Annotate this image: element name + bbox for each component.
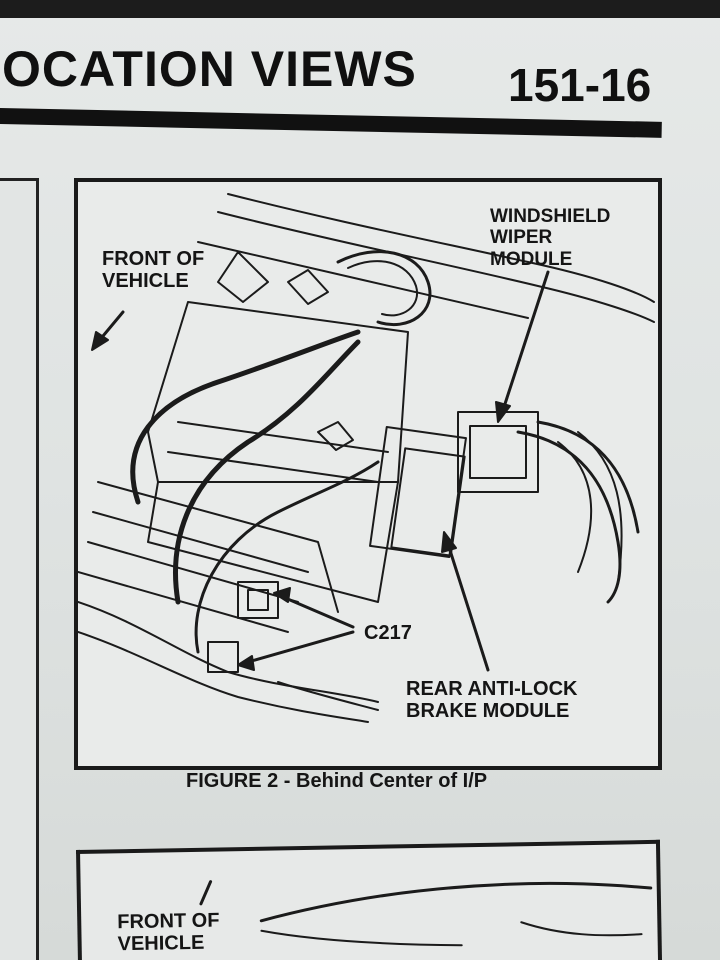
figure-next-partial: FRONT OF VEHICLE (76, 839, 663, 960)
figure-behind-center-ip: FRONT OF VEHICLE WINDSHIELD WIPER MODULE… (74, 178, 662, 770)
page-number: 151-16 (508, 59, 652, 111)
wiring-illustration (78, 193, 655, 723)
header-rule (0, 108, 662, 138)
next-figure-illustration (199, 880, 653, 947)
label-front-of-vehicle: FRONT OF VEHICLE (102, 248, 205, 293)
label-windshield-wiper-module: WINDSHIELD WIPER MODULE (490, 206, 611, 270)
label-front-of-vehicle-2: FRONT OF VEHICLE (117, 909, 220, 956)
label-connector-c217: C217 (364, 622, 412, 644)
label-rear-anti-lock-brake-module: REAR ANTI-LOCK BRAKE MODULE (406, 678, 578, 723)
left-column-figure-edge (0, 178, 39, 960)
page-top-shadow (0, 0, 720, 18)
figure-caption: FIGURE 2 - Behind Center of I/P (186, 770, 488, 792)
section-title: OCATION VIEWS (2, 41, 417, 97)
